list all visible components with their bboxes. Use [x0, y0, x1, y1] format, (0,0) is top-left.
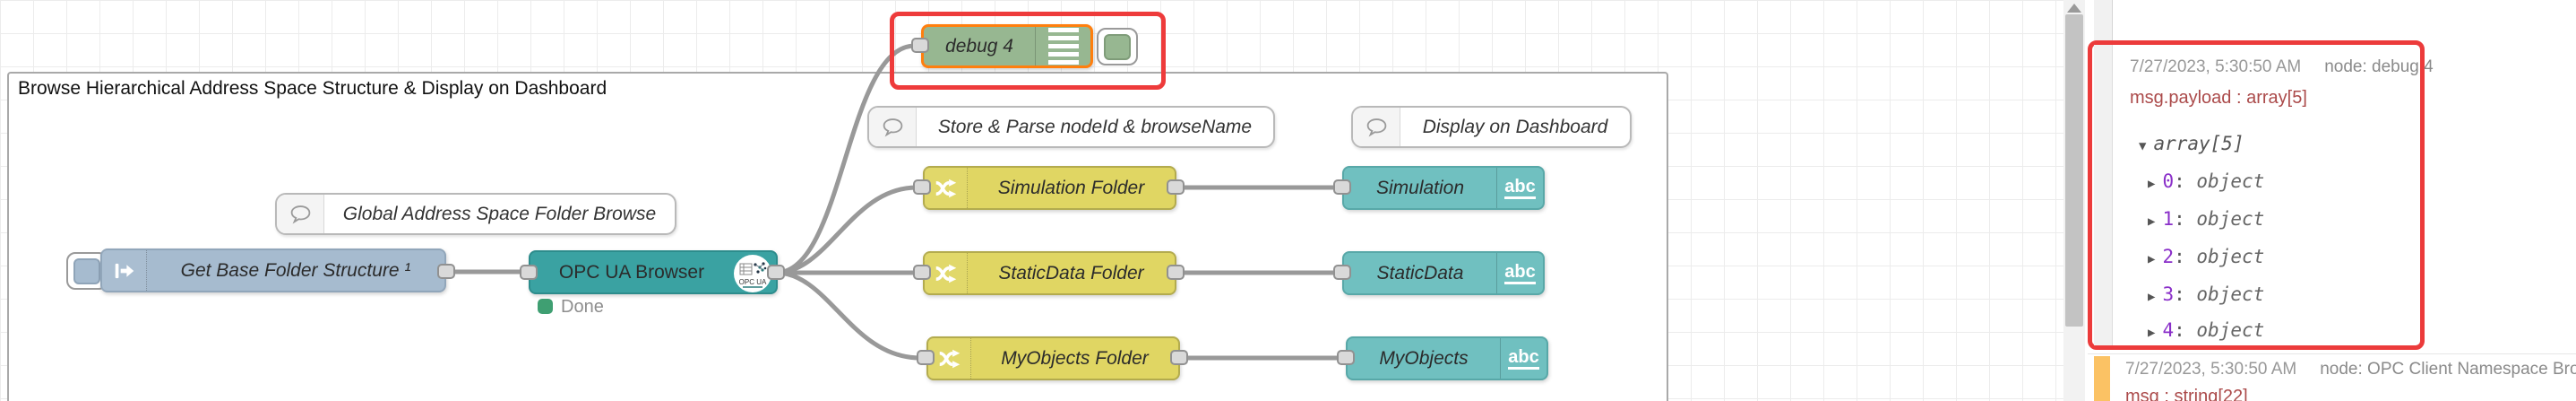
message-gutter [2094, 45, 2113, 345]
comment-icon [869, 108, 917, 146]
sidebar-scrollbar[interactable] [2063, 0, 2085, 401]
node-label: Simulation [1375, 177, 1465, 198]
expand-triangle-icon[interactable]: ▶ [2148, 252, 2156, 266]
port-input[interactable] [913, 179, 931, 195]
port-output[interactable] [437, 264, 455, 279]
node-inject[interactable]: Get Base Folder Structure ¹ [100, 248, 446, 292]
node-label: StaticData [1376, 262, 1464, 283]
node-switch-simulation[interactable]: Simulation Folder [923, 166, 1176, 210]
abc-text-icon: abc [1500, 338, 1546, 379]
abc-text-icon: abc [1496, 253, 1543, 293]
item-index[interactable]: 4 [2162, 319, 2175, 341]
message-timestamp: 7/27/2023, 5:30:50 AM [2125, 360, 2297, 379]
debug-sidebar: 7/27/2023, 5:30:50 AM node: debug 4 msg.p… [2085, 0, 2576, 401]
comment-label: Display on Dashboard [1422, 116, 1608, 137]
port-output[interactable] [767, 265, 785, 280]
inject-arrow-icon [102, 250, 147, 291]
port-input[interactable] [913, 265, 931, 280]
port-input[interactable] [911, 38, 929, 53]
opcua-logo-text: OPC UA [739, 278, 767, 286]
flow-canvas[interactable]: Browse Hierarchical Address Space Struct… [0, 0, 2063, 401]
inject-button-inner[interactable] [73, 258, 100, 284]
scrollbar-thumb[interactable] [2065, 14, 2083, 327]
item-type: object [2196, 283, 2265, 305]
node-label: Simulation Folder [997, 177, 1145, 198]
tree-root[interactable]: array[5] [2153, 133, 2244, 154]
debug-list-icon [1035, 27, 1090, 65]
message-divider [2088, 353, 2576, 354]
debug-message-second[interactable]: 7/27/2023, 5:30:50 AM node: OPC Client Na… [2125, 360, 2576, 379]
comment-node-global-browse[interactable]: Global Address Space Folder Browse [275, 193, 676, 235]
collapse-triangle-icon[interactable]: ▼ [2139, 139, 2147, 153]
switch-icon [925, 253, 968, 293]
item-type: object [2196, 319, 2265, 341]
expand-triangle-icon[interactable]: ▶ [2148, 326, 2156, 340]
item-index[interactable]: 0 [2162, 170, 2175, 192]
debug-message-highlighted[interactable]: 7/27/2023, 5:30:50 AM node: debug 4 msg.p… [2088, 40, 2434, 350]
node-text-staticdata[interactable]: StaticData abc [1342, 251, 1545, 295]
group-label: Browse Hierarchical Address Space Struct… [18, 78, 607, 99]
node-label: MyObjects [1379, 347, 1469, 369]
item-index[interactable]: 1 [2162, 208, 2175, 230]
node-label: Get Base Folder Structure ¹ [180, 259, 411, 281]
wires [443, 43, 1350, 361]
switch-icon [925, 168, 968, 208]
port-input[interactable] [520, 265, 538, 280]
item-index[interactable]: 2 [2162, 246, 2175, 267]
comment-node-display-dashboard[interactable]: Display on Dashboard [1351, 106, 1632, 148]
item-type: object [2196, 246, 2265, 267]
item-index[interactable]: 3 [2162, 283, 2175, 305]
comment-label: Store & Parse nodeId & browseName [937, 116, 1253, 137]
port-input[interactable] [1333, 265, 1351, 280]
comment-node-store-parse[interactable]: Store & Parse nodeId & browseName [867, 106, 1275, 148]
port-input[interactable] [917, 350, 935, 365]
expand-triangle-icon[interactable]: ▶ [2148, 214, 2156, 229]
node-text-myobjects[interactable]: MyObjects abc [1346, 336, 1548, 380]
debug-toggle-inner[interactable] [1104, 34, 1131, 60]
message-source: node: debug 4 [2324, 57, 2434, 76]
abc-text-icon: abc [1496, 168, 1543, 208]
node-label: OPC UA Browser [558, 261, 705, 283]
opcua-logo-icon: OPC UA [734, 255, 771, 292]
port-output[interactable] [1167, 179, 1185, 195]
status-dot [538, 299, 553, 314]
port-output[interactable] [1167, 265, 1185, 280]
node-label: MyObjects Folder [1001, 347, 1149, 369]
switch-icon [928, 338, 971, 379]
warn-level-bar [2094, 356, 2110, 401]
message-property[interactable]: msg.payload : array[5] [2130, 88, 2307, 108]
node-label: debug 4 [945, 35, 1013, 57]
item-type: object [2196, 170, 2265, 192]
port-input[interactable] [1333, 179, 1351, 195]
scroll-up-icon[interactable] [2067, 4, 2081, 13]
node-label: StaticData Folder [998, 262, 1144, 283]
node-switch-staticdata[interactable]: StaticData Folder [923, 251, 1176, 295]
comment-icon [1353, 108, 1400, 146]
item-type: object [2196, 208, 2265, 230]
node-switch-myobjects[interactable]: MyObjects Folder [926, 336, 1180, 380]
message-property[interactable]: msg : string[22] [2125, 387, 2248, 401]
node-debug[interactable]: debug 4 [921, 24, 1093, 68]
expand-triangle-icon[interactable]: ▶ [2148, 177, 2156, 191]
node-text-simulation[interactable]: Simulation abc [1342, 166, 1545, 210]
status-text: Done [561, 297, 604, 317]
port-output[interactable] [1170, 350, 1188, 365]
message-source: node: OPC Client Namespace Brow [2320, 360, 2576, 379]
previous-message-gutter [2094, 0, 2113, 40]
expand-triangle-icon[interactable]: ▶ [2148, 290, 2156, 304]
node-opcua-browser[interactable]: OPC UA Browser OPC UA [529, 250, 778, 294]
comment-icon [277, 195, 324, 233]
comment-label: Global Address Space Folder Browse [342, 203, 657, 224]
message-timestamp: 7/27/2023, 5:30:50 AM [2130, 57, 2302, 76]
port-input[interactable] [1337, 350, 1355, 365]
